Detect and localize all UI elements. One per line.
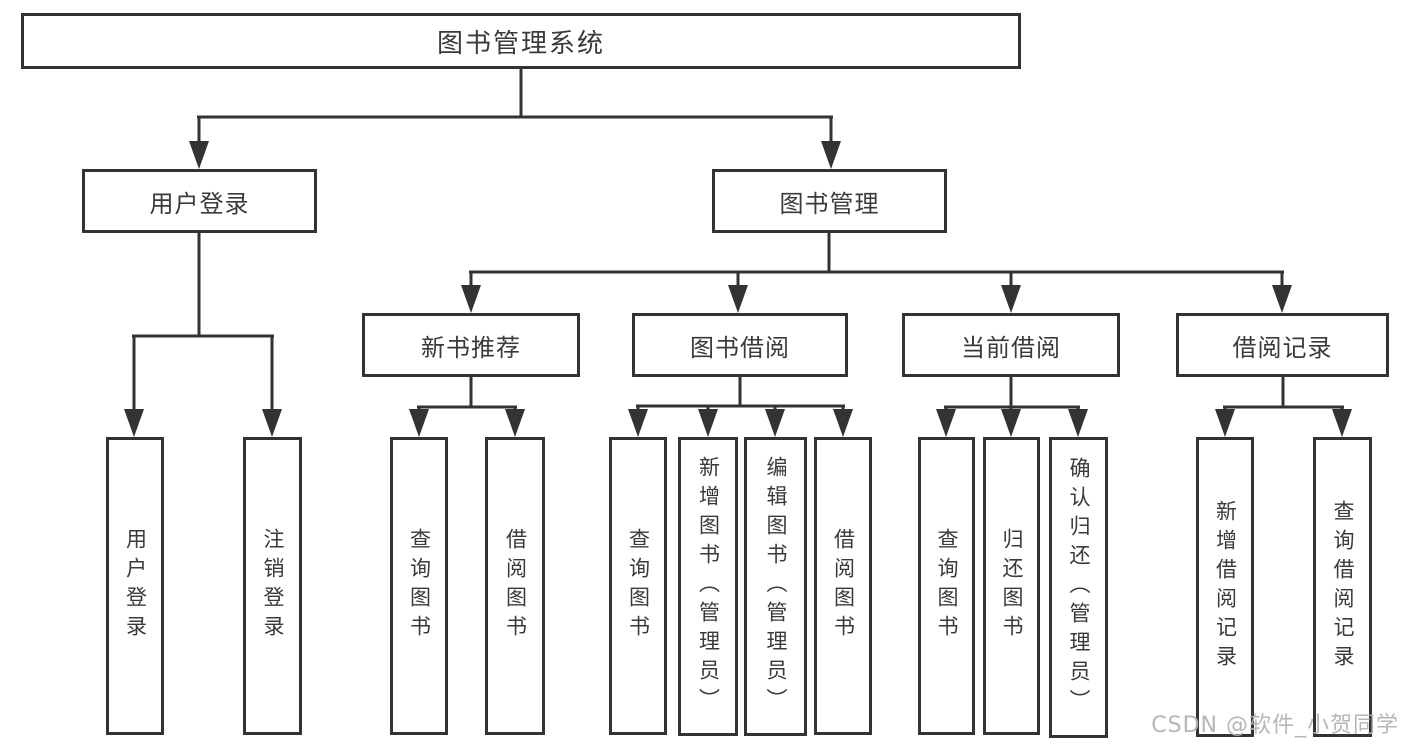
leaf-label: 查询借阅记录 — [1331, 500, 1355, 674]
leaf-borrow-query-book: 查询图书 — [609, 437, 667, 735]
connector-user-login — [124, 233, 282, 437]
leaf-newbook-borrow-book: 借阅图书 — [485, 437, 545, 735]
leaf-borrow-borrow-book: 借阅图书 — [814, 437, 872, 735]
node-label: 借阅记录 — [1232, 333, 1333, 362]
leaf-label: 借阅图书 — [831, 528, 856, 644]
node-label: 新书推荐 — [421, 333, 521, 362]
leaf-user-login: 用户登录 — [106, 437, 164, 735]
connector-borrow-record — [1215, 377, 1352, 437]
leaf-label: 注销登录 — [261, 528, 285, 644]
leaf-return-book: 归还图书 — [983, 437, 1040, 735]
connector-book-borrow — [628, 377, 853, 437]
leaf-newbook-query-book: 查询图书 — [390, 437, 448, 735]
connector-new-book — [409, 377, 525, 437]
node-book-management: 图书管理 — [712, 169, 947, 233]
connector-book-management — [461, 233, 1292, 313]
leaf-label: 归还图书 — [1000, 528, 1024, 644]
node-label: 图书管理系统 — [436, 28, 605, 59]
leaf-label: 借阅图书 — [503, 528, 528, 644]
leaf-label: 新增图书（管理员） — [696, 456, 721, 717]
connector-root — [189, 69, 841, 169]
connector-current-borrow — [936, 377, 1088, 437]
leaf-label: 用户登录 — [123, 528, 148, 644]
node-label: 图书借阅 — [690, 333, 790, 362]
node-label: 用户登录 — [149, 189, 250, 218]
node-borrow-record: 借阅记录 — [1176, 313, 1389, 377]
leaf-add-book-admin: 新增图书（管理员） — [678, 437, 738, 736]
leaf-label: 查询图书 — [626, 528, 651, 644]
node-new-book-recommend: 新书推荐 — [362, 313, 580, 377]
leaf-query-borrow-record: 查询借阅记录 — [1313, 437, 1372, 737]
node-user-login: 用户登录 — [82, 169, 317, 233]
leaf-current-query-book: 查询图书 — [918, 437, 975, 735]
leaf-label: 确认归还（管理员） — [1067, 457, 1091, 718]
node-current-borrow: 当前借阅 — [902, 313, 1120, 377]
node-library-system: 图书管理系统 — [21, 13, 1021, 69]
node-book-borrow: 图书借阅 — [632, 313, 848, 377]
node-label: 当前借阅 — [961, 333, 1061, 362]
csdn-watermark: CSDN @软件_小贺同学 — [1151, 713, 1399, 738]
leaf-label: 新增借阅记录 — [1213, 500, 1238, 674]
leaf-label: 编辑图书（管理员） — [764, 456, 788, 717]
leaf-label: 查询图书 — [407, 528, 432, 644]
node-label: 图书管理 — [779, 189, 880, 218]
leaf-logout: 注销登录 — [243, 437, 302, 735]
leaf-add-borrow-record: 新增借阅记录 — [1196, 437, 1254, 737]
leaf-edit-book-admin: 编辑图书（管理员） — [744, 437, 807, 736]
leaf-label: 查询图书 — [935, 528, 959, 644]
leaf-confirm-return-admin: 确认归还（管理员） — [1049, 437, 1108, 738]
